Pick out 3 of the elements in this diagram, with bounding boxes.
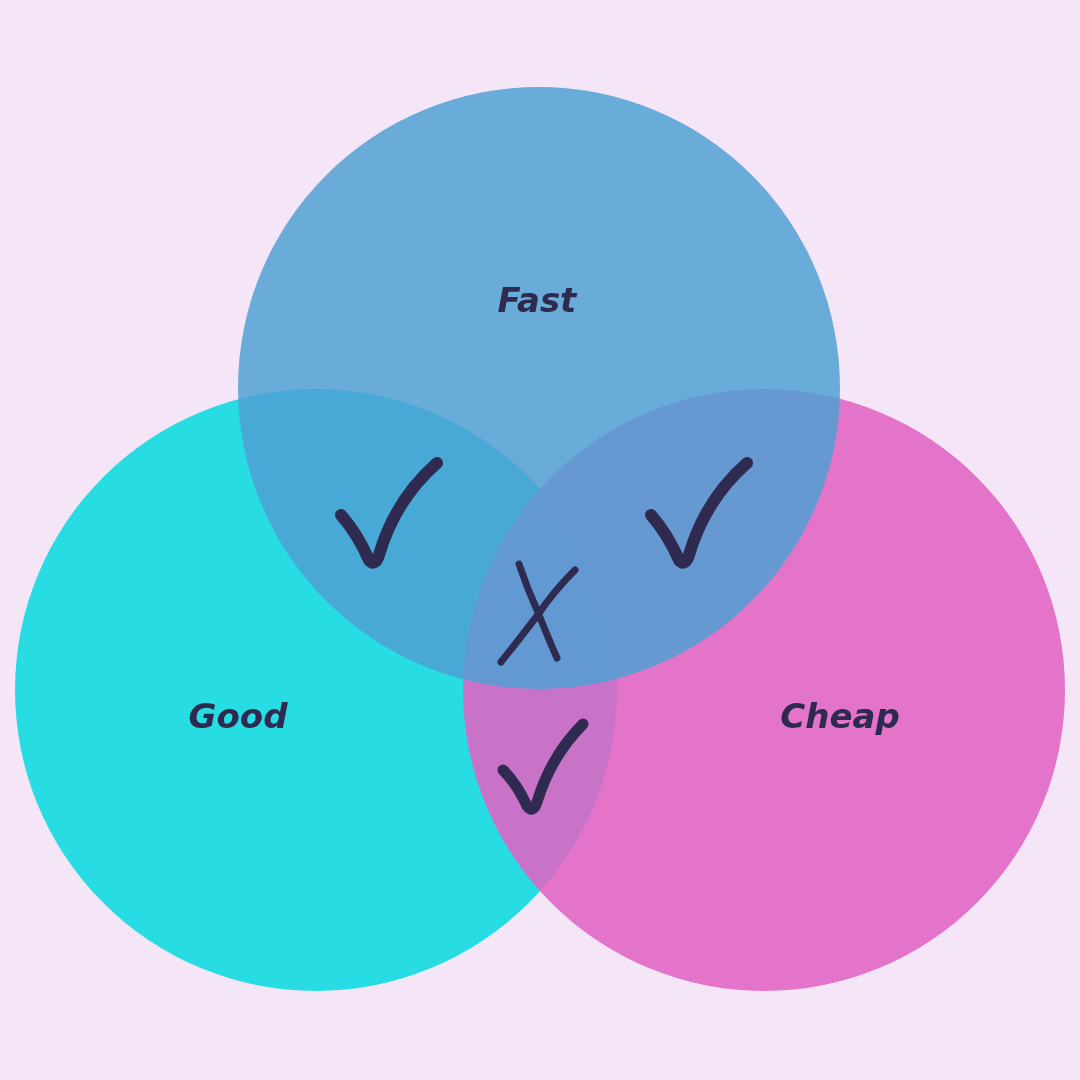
circle-label: Cheap xyxy=(780,696,900,736)
circle-label: Fast xyxy=(497,280,577,320)
circle-label: Good xyxy=(188,696,288,736)
